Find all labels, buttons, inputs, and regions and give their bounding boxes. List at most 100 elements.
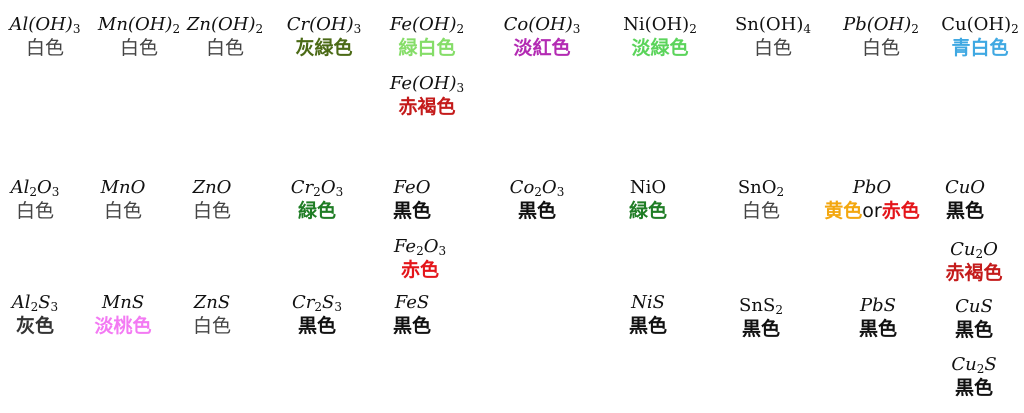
formula: Cu2O [929, 239, 1019, 261]
color-label: 淡緑色 [631, 37, 689, 59]
formula-subscript: 2 [30, 300, 39, 314]
formula: CuO [920, 177, 1010, 199]
formula-text: FeO [393, 177, 431, 198]
color-label: 黒色 [954, 377, 993, 399]
formula-text: Ni(OH) [623, 14, 690, 35]
formula: PbS [833, 295, 923, 317]
formula: Cu2S [929, 354, 1019, 376]
color-label: 黒色 [945, 200, 984, 222]
color-label: 黄色or赤色 [817, 199, 927, 223]
color-label: 白色 [192, 315, 231, 337]
color-label: 赤色 [400, 259, 439, 281]
formula-subscript: 2 [314, 300, 323, 314]
formula-text: Al [10, 177, 30, 198]
color-label-part: or [862, 200, 882, 222]
color-label: 白色 [15, 200, 54, 222]
color-label: 黒色 [517, 200, 556, 222]
formula: Co2O3 [492, 177, 582, 199]
color-label: 白色 [119, 37, 158, 59]
color-label: 白色 [192, 200, 231, 222]
formula-subscript: 3 [456, 81, 465, 95]
color-label: 黒色 [392, 200, 431, 222]
formula-subscript: 2 [776, 185, 785, 199]
formula-subscript: 2 [29, 185, 37, 199]
formula: MnO [78, 177, 168, 199]
formula: PbO [817, 177, 927, 199]
color-label: 白色 [205, 37, 244, 59]
formula-subscript: 4 [803, 22, 812, 36]
formula-text: O [541, 177, 557, 198]
formula-subscript: 2 [416, 244, 424, 258]
color-label: 黒色 [297, 315, 336, 337]
formula-text: SnO [737, 177, 777, 198]
color-label: 白色 [103, 200, 142, 222]
formula: NiO [603, 177, 693, 199]
color-label: 青白色 [951, 37, 1009, 59]
color-label: 赤褐色 [945, 262, 1003, 284]
color-label: 淡桃色 [94, 315, 152, 337]
formula-subscript: 3 [335, 185, 344, 199]
color-label-part: 黄色 [824, 200, 863, 222]
color-label: 白色 [741, 200, 780, 222]
formula: ZnS [167, 292, 257, 314]
formula-subscript: 3 [50, 300, 59, 314]
color-label: 白色 [25, 37, 64, 59]
formula: Ni(OH)2 [615, 14, 705, 36]
color-label-part: 赤色 [881, 200, 920, 222]
formula-subscript: 3 [353, 22, 362, 36]
formula-text: Cr [291, 292, 315, 313]
formula: CuS [929, 296, 1019, 318]
formula-subscript: 3 [72, 22, 81, 36]
formula-text: SnS [739, 295, 776, 316]
compound-zn-oh2: Zn(OH)2 白色 [180, 14, 270, 60]
formula: SnS2 [716, 295, 806, 317]
formula-subscript: 2 [775, 303, 783, 317]
formula-subscript: 2 [976, 362, 985, 376]
color-label: 緑色 [628, 200, 667, 222]
formula-subscript: 2 [255, 22, 264, 36]
formula: MnS [78, 292, 168, 314]
formula-subscript: 3 [556, 185, 565, 199]
formula-text: S [984, 354, 997, 375]
formula-text: Fe(OH) [389, 14, 457, 35]
formula-subscript: 2 [689, 22, 697, 36]
formula-subscript: 2 [534, 185, 542, 199]
color-label: 灰色 [15, 315, 54, 337]
color-label: 黒色 [741, 318, 780, 340]
color-label: 赤褐色 [398, 96, 456, 118]
formula-text: MnS [101, 292, 145, 313]
formula-text: O [320, 177, 336, 198]
compound-al-oh3: Al(OH)3 白色 [0, 14, 90, 60]
color-label: 白色 [753, 37, 792, 59]
formula: Fe2O3 [375, 236, 465, 258]
formula-text: Al [11, 292, 31, 313]
formula-text: O [983, 239, 998, 260]
formula-subscript: 3 [51, 185, 60, 199]
formula-text: Co [509, 177, 535, 198]
formula-subscript: 3 [572, 22, 581, 36]
formula-text: Mn(OH) [97, 14, 173, 35]
formula: Mn(OH)2 [90, 14, 188, 36]
formula: Cr2S3 [272, 292, 362, 314]
formula-text: O [423, 236, 439, 257]
formula-text: Sn(OH) [734, 14, 804, 35]
formula-text: Zn(OH) [186, 14, 256, 35]
formula-text: Al(OH) [9, 14, 73, 35]
